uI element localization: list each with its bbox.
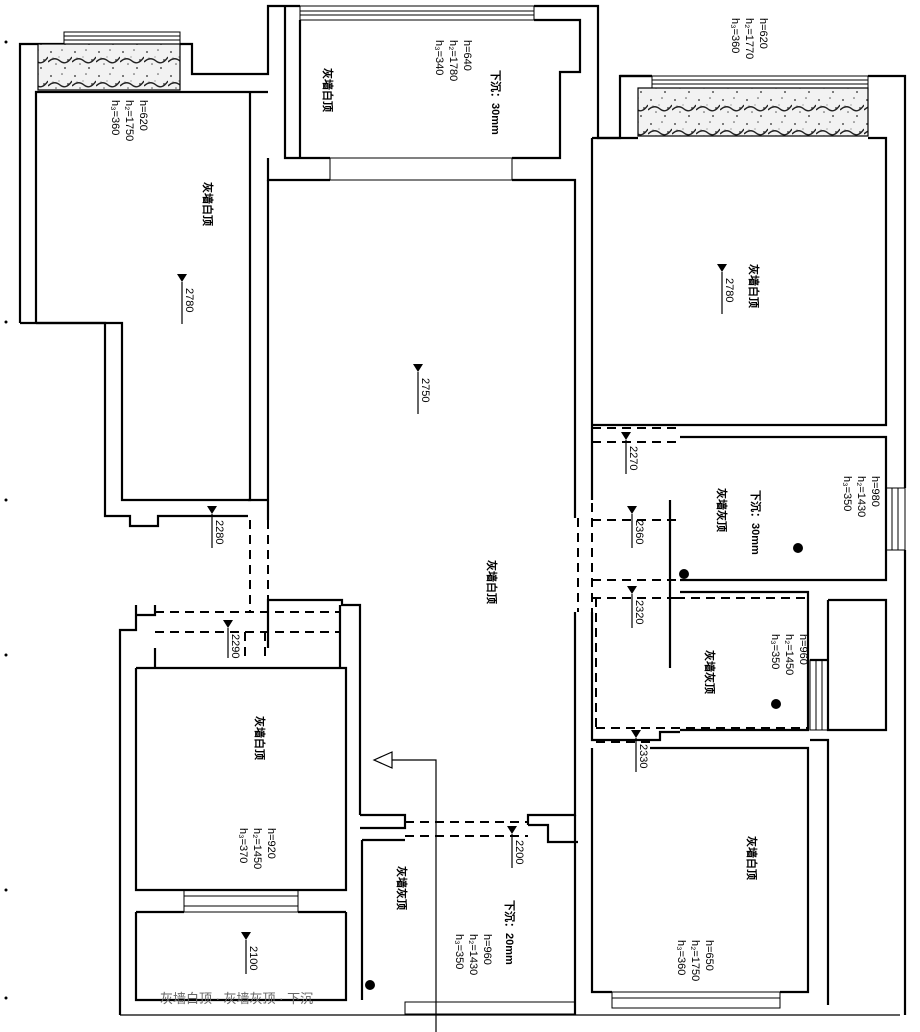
elevation-value: 2200	[513, 840, 525, 864]
elevation-marker: 2320	[627, 586, 645, 628]
room-labels: 灰墙白顶 h=620 h₂=1750 h₃=360 灰墙白顶 h=640 h₂=…	[109, 18, 881, 981]
floor-drains	[365, 543, 803, 990]
elevation-value: 2750	[419, 378, 431, 402]
height-h3: h₃=350	[453, 934, 465, 969]
height-h3: h₃=350	[841, 476, 853, 511]
ceiling-label: 灰墙白顶	[253, 716, 267, 760]
elevation-value: 2360	[633, 520, 645, 544]
height-h1: h=920	[265, 828, 277, 859]
elevation-value: 2270	[627, 446, 639, 470]
height-h3: h₃=360	[729, 18, 741, 53]
elevation-marker: 2360	[627, 506, 645, 548]
height-h2: h₂=1750	[123, 100, 135, 141]
elevation-value: 2330	[637, 744, 649, 768]
floor-drain-icon	[365, 980, 375, 990]
elevation-marker: 2750	[413, 364, 431, 414]
height-h1: h=960	[481, 934, 493, 965]
elevation-value: 2780	[183, 288, 195, 312]
elevation-value: 2280	[213, 520, 225, 544]
height-h3: h₃=340	[433, 40, 445, 75]
elevation-marker: 2280	[207, 506, 225, 548]
height-h2: h₂=1430	[467, 934, 479, 975]
dashed-openings	[155, 427, 808, 837]
ceiling-label: 灰墙白顶	[485, 560, 499, 604]
elevation-marker: 2100	[241, 932, 259, 974]
height-h3: h₃=360	[675, 940, 687, 975]
floor-drain-icon	[679, 569, 689, 579]
elevation-value: 2290	[229, 634, 241, 658]
height-h1: h=960	[797, 634, 809, 665]
height-h2: h₂=1750	[689, 940, 701, 981]
sink-label: 下沉：20mm	[503, 900, 517, 965]
edge-ticks	[4, 40, 8, 1000]
elevation-value: 2100	[247, 946, 259, 970]
height-h2: h₂=1780	[447, 40, 459, 81]
elevation-value: 2320	[633, 600, 645, 624]
height-h3: h₃=350	[769, 634, 781, 669]
height-h2: h₂=1770	[743, 18, 755, 59]
ceiling-label: 灰墙灰顶	[703, 650, 717, 694]
elevation-marker: 2290	[223, 620, 241, 658]
elevation-value: 2780	[723, 278, 735, 302]
windows	[63, 5, 906, 1015]
elevation-markers: 2780 2750 2780 2280 2270 2360 2320 2290	[177, 264, 735, 974]
floor-drain-icon	[793, 543, 803, 553]
entrance-arrow-icon	[372, 751, 437, 1032]
height-h2: h₂=1450	[783, 634, 795, 675]
ceiling-label: 灰墙白顶	[201, 182, 215, 226]
ceiling-label: 灰墙白顶	[747, 264, 761, 308]
elevation-marker: 2780	[177, 274, 195, 324]
sink-label: 下沉：30mm	[749, 490, 763, 555]
planter-boxes	[37, 43, 869, 137]
height-h1: h=620	[137, 100, 149, 131]
height-h2: h₂=1450	[251, 828, 263, 869]
ceiling-label: 灰墙灰顶	[395, 866, 409, 910]
height-h1: h=620	[757, 18, 769, 49]
height-h1: h=650	[703, 940, 715, 971]
ceiling-label: 灰墙白顶	[745, 836, 759, 880]
height-h2: h₂=1430	[855, 476, 867, 517]
height-h1: h=640	[461, 40, 473, 71]
ceiling-label: 灰墙白顶	[321, 68, 335, 112]
elevation-marker: 2330	[631, 730, 649, 772]
elevation-marker: 2270	[621, 432, 639, 474]
ceiling-label: 灰墙灰顶	[715, 488, 729, 532]
sink-label: 下沉：30mm	[489, 70, 503, 135]
height-h1: h=980	[869, 476, 881, 507]
walls	[18, 4, 907, 1016]
elevation-marker: 2200	[507, 826, 525, 868]
floor-drain-icon	[771, 699, 781, 709]
height-h3: h₃=370	[237, 828, 249, 863]
elevation-marker: 2780	[717, 264, 735, 314]
legend-caption: 灰墙白顶 · 灰墙灰顶 · 下沉	[160, 991, 314, 1006]
height-h3: h₃=360	[109, 100, 121, 135]
